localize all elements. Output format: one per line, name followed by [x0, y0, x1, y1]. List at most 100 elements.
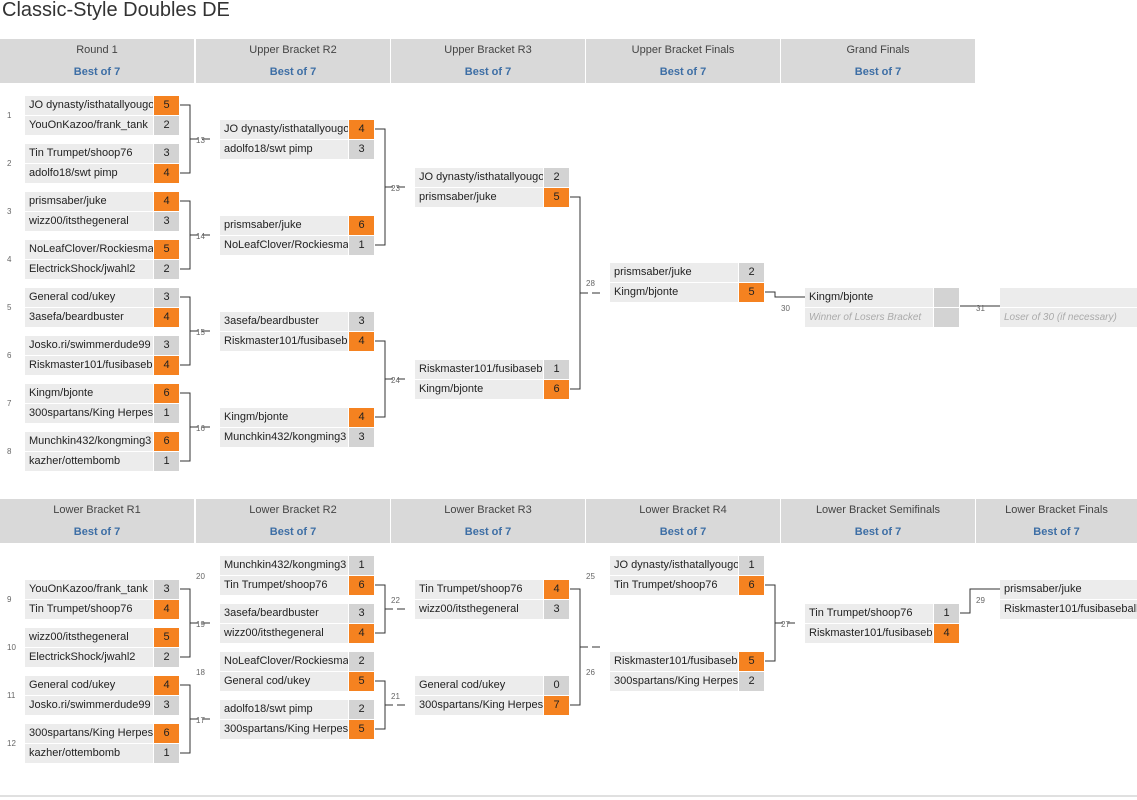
- match-slot[interactable]: Kingm/bjonte: [805, 288, 960, 307]
- match-slot[interactable]: Riskmaster101/fusibaseball: [1000, 600, 1137, 619]
- match-slot[interactable]: Winner of Losers Bracket: [805, 308, 960, 327]
- team-name: NoLeafClover/Rockiesman: [25, 240, 153, 259]
- match-31[interactable]: Loser of 30 (if necessary): [1000, 288, 1137, 328]
- match-slot[interactable]: prismsaber/juke: [1000, 580, 1137, 599]
- round-name: Round 1: [76, 44, 118, 56]
- match-slot[interactable]: Loser of 30 (if necessary): [1000, 308, 1137, 327]
- match-number: 20: [196, 572, 205, 581]
- match-slot[interactable]: [1000, 288, 1137, 307]
- team-score: 4: [154, 356, 179, 375]
- round-name: Grand Finals: [846, 44, 910, 56]
- bottom-divider: [0, 795, 1137, 797]
